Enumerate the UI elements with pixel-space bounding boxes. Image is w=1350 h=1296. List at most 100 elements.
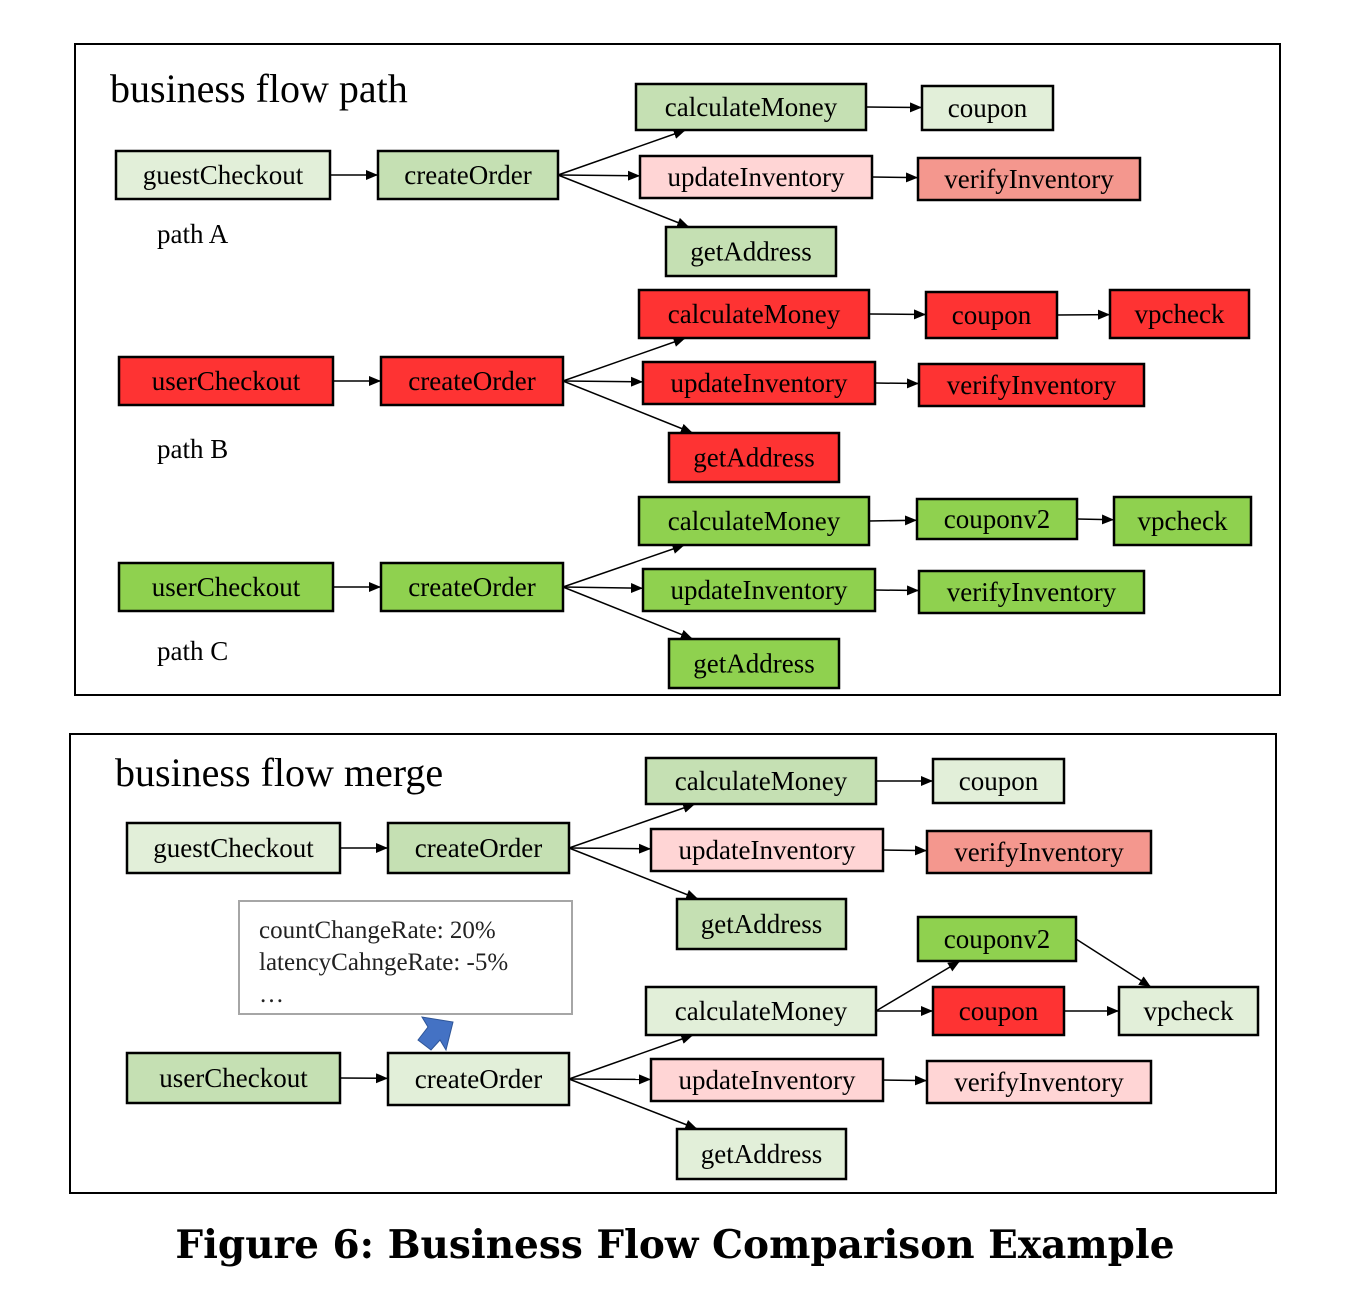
flow-node-a6: verifyInventory	[916, 156, 1142, 202]
flow-node-box	[644, 985, 878, 1037]
metrics-note: countChangeRate: 20% latencyCahngeRate: …	[238, 900, 573, 1015]
flow-node-a2: createOrder	[376, 149, 560, 201]
flow-node-label: verifyInventory	[947, 370, 1117, 400]
flow-node-box	[637, 495, 871, 547]
flow-node-box	[638, 154, 874, 200]
label-path-b: path B	[157, 434, 228, 464]
flow-node-n3: calculateMoney	[644, 985, 878, 1037]
flow-node-n6: vpcheck	[1117, 985, 1260, 1037]
flow-node-box	[117, 355, 335, 407]
flow-node-label: getAddress	[693, 649, 814, 679]
flow-node-a1: guestCheckout	[114, 149, 332, 201]
flow-node-box	[1117, 985, 1260, 1037]
flow-node-label: createOrder	[415, 833, 542, 863]
flow-node-label: createOrder	[404, 160, 531, 190]
panel-path-frame	[74, 43, 1281, 696]
flow-node-label: getAddress	[690, 237, 811, 267]
flow-node-label: updateInventory	[679, 1065, 856, 1095]
flow-node-box	[379, 561, 565, 613]
flow-node-n1: userCheckout	[125, 1051, 342, 1105]
flow-node-c6: updateInventory	[641, 567, 877, 613]
flow-node-label: calculateMoney	[668, 506, 841, 536]
flow-node-box	[125, 821, 342, 875]
flow-node-b7: verifyInventory	[917, 362, 1146, 408]
flow-node-box	[917, 362, 1146, 408]
flow-node-b2: createOrder	[379, 355, 565, 407]
flow-node-box	[925, 829, 1153, 875]
flow-node-box	[920, 84, 1055, 132]
flow-node-box	[916, 156, 1142, 202]
flow-node-c5: vpcheck	[1112, 495, 1253, 547]
flow-node-b5: vpcheck	[1108, 288, 1251, 340]
flow-node-label: couponv2	[944, 924, 1050, 954]
flow-node-label: vpcheck	[1138, 506, 1228, 536]
flow-node-m3: calculateMoney	[644, 756, 878, 806]
flow-node-c2: createOrder	[379, 561, 565, 613]
flow-node-box	[915, 497, 1079, 541]
edge-c6-c7	[874, 585, 920, 596]
metrics-note-line-1: countChangeRate: 20%	[259, 917, 496, 944]
flow-node-n5: coupon	[931, 985, 1066, 1037]
flow-node-label: userCheckout	[152, 366, 301, 396]
flow-node-label: userCheckout	[159, 1063, 308, 1093]
panel-path-title: business flow path	[110, 66, 408, 111]
flow-node-c3: calculateMoney	[637, 495, 871, 547]
flow-node-label: verifyInventory	[954, 837, 1124, 867]
metrics-note-line-2: latencyCahngeRate: -5%	[259, 949, 508, 976]
flow-node-box	[634, 82, 868, 132]
flow-node-box	[924, 290, 1059, 340]
flow-node-label: coupon	[952, 300, 1032, 330]
flow-node-box	[386, 1051, 571, 1107]
flow-node-box	[675, 897, 848, 951]
flow-node-label: verifyInventory	[947, 577, 1117, 607]
flow-node-c4: couponv2	[915, 497, 1079, 541]
flow-node-label: getAddress	[701, 1139, 822, 1169]
business-flow-diagram: business flow path business flow merge p…	[69, 43, 1281, 1194]
edge-c3-c4	[868, 515, 918, 526]
edge-b2-b8	[562, 380, 694, 434]
flow-node-label: guestCheckout	[143, 160, 304, 190]
flow-node-label: vpcheck	[1144, 996, 1234, 1026]
edge-m2-m3	[568, 803, 696, 849]
flow-node-c1: userCheckout	[117, 561, 335, 613]
flow-node-box	[925, 1059, 1153, 1105]
flow-node-box	[1108, 288, 1251, 340]
flow-node-label: verifyInventory	[954, 1067, 1124, 1097]
flow-node-box	[379, 355, 565, 407]
flow-node-box	[931, 985, 1066, 1037]
flow-node-box	[1112, 495, 1253, 547]
edge-m2-m7	[568, 847, 699, 900]
edge-c2-c6	[562, 583, 644, 594]
flow-node-label: calculateMoney	[665, 92, 838, 122]
flow-node-n2: createOrder	[386, 1051, 571, 1107]
label-path-a: path A	[157, 219, 229, 249]
flow-node-label: vpcheck	[1135, 299, 1225, 329]
flow-node-label: getAddress	[701, 909, 822, 939]
figure-caption: Figure 6: Business Flow Comparison Examp…	[175, 1222, 1175, 1268]
edge-m5-m6	[882, 845, 928, 856]
flow-node-box	[931, 757, 1066, 805]
flow-node-b3: calculateMoney	[637, 288, 871, 340]
flow-node-n7: updateInventory	[649, 1057, 885, 1103]
flow-node-label: updateInventory	[671, 368, 848, 398]
up-arrow-icon	[417, 1016, 454, 1052]
flow-node-a3: calculateMoney	[634, 82, 868, 132]
flow-node-a5: updateInventory	[638, 154, 874, 200]
edge-c2-c8	[562, 586, 694, 640]
flow-node-box	[637, 288, 871, 340]
edge-a2-a5	[557, 170, 641, 181]
edge-b2-b6	[562, 376, 644, 387]
edge-a2-a3	[557, 129, 686, 176]
edge-b2-b3	[562, 337, 686, 382]
flow-node-box	[664, 225, 838, 278]
flow-node-c8: getAddress	[667, 637, 841, 690]
flow-node-box	[649, 827, 885, 873]
flow-node-box	[644, 756, 878, 806]
flow-node-label: verifyInventory	[944, 164, 1114, 194]
edge-n2-n9	[568, 1078, 698, 1130]
flow-node-a7: getAddress	[664, 225, 838, 278]
flow-node-label: updateInventory	[679, 835, 856, 865]
flow-node-label: createOrder	[415, 1064, 542, 1094]
edge-n3-n4	[875, 960, 961, 1012]
label-path-c: path C	[157, 636, 228, 666]
